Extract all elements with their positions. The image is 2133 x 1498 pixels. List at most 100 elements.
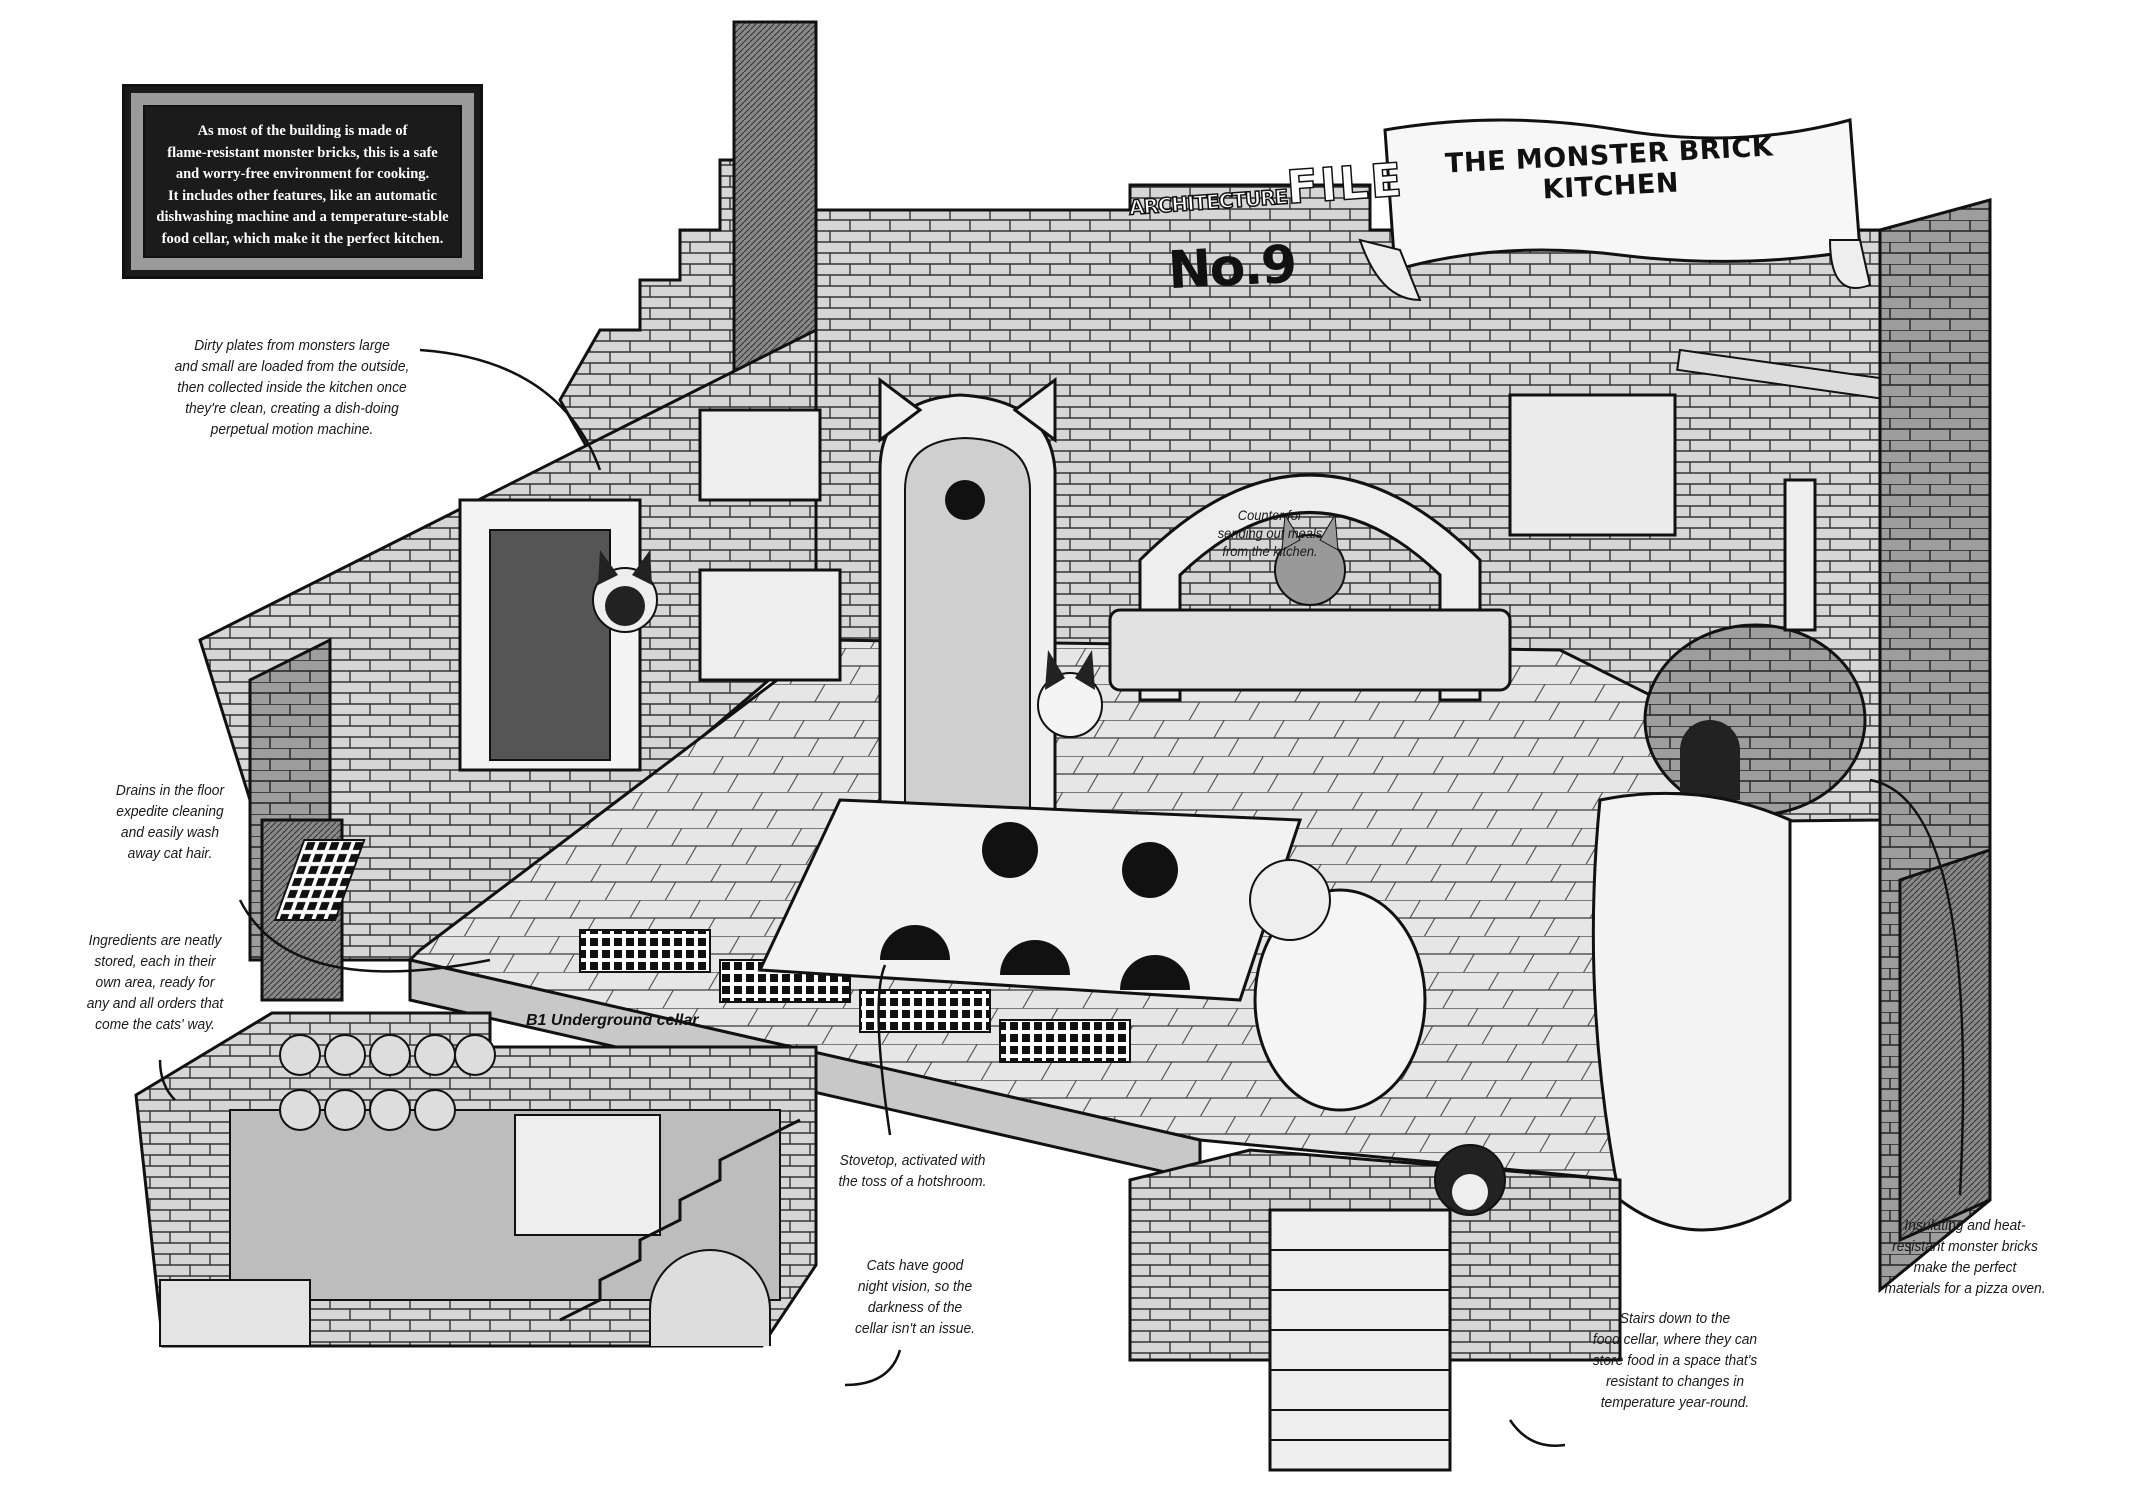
note-line: come the cats' way. [95, 1016, 215, 1033]
note-line: temperature year-round. [1600, 1394, 1750, 1411]
note-line: sending out meals [1217, 525, 1323, 541]
stove-burner [1122, 842, 1178, 898]
file-number: No.9 [1166, 234, 1297, 302]
note-line: Stovetop, activated with [839, 1152, 986, 1169]
stair-steps [1270, 1249, 1450, 1441]
note-line: stored, each in their [94, 953, 216, 970]
pizza-oven-mouth [1680, 720, 1740, 800]
note-counter: Counter for sending out meals from the k… [1206, 506, 1335, 560]
brick-frame [131, 93, 474, 270]
note-line: Insulating and heat- [1904, 1217, 2026, 1234]
floor-drain [999, 1019, 1131, 1063]
info-line: and worry-free environment for cooking. [175, 166, 430, 182]
note-line: Ingredients are neatly [88, 932, 222, 949]
note-line: from the kitchen. [1222, 543, 1318, 559]
note-line: perpetual motion machine. [210, 421, 374, 438]
note-line: store food in a space that's [1592, 1352, 1758, 1369]
cat-chef-large [1249, 859, 1427, 1112]
note-line: away cat hair. [127, 845, 213, 862]
stove-fire-hole [1000, 940, 1070, 975]
note-drains: Drains in the floor expedite cleaning an… [106, 780, 235, 864]
info-line: It includes other features, like an auto… [168, 187, 437, 204]
note-line: the toss of a hotshroom. [838, 1173, 987, 1190]
notice-board [1508, 393, 1677, 537]
door-ear-right [1012, 377, 1057, 443]
stove-fire-hole [1120, 955, 1190, 990]
stove-burner [982, 822, 1038, 878]
info-line: food cellar, which make it the perfect k… [161, 230, 444, 247]
note-line: make the perfect [1913, 1259, 2017, 1276]
oven-chimney [1783, 478, 1817, 632]
pizza-oven-dome [1643, 623, 1867, 817]
cellar-arch [649, 1249, 771, 1346]
door-porthole [945, 480, 985, 520]
note-line: Stairs down to the [1619, 1310, 1731, 1327]
right-front-pillar [1898, 847, 1992, 1243]
arrow-ingredients [158, 1059, 176, 1101]
note-line: resistant monster bricks [1892, 1238, 2038, 1255]
dish-hatch-opening [489, 529, 611, 761]
banner-curl-right [1828, 239, 1872, 289]
cellar-cupboard [514, 1114, 661, 1236]
callout-arrows [158, 348, 1965, 1447]
note-night-vision: Cats have good night vision, so the dark… [846, 1255, 984, 1339]
sink [1591, 791, 1792, 1232]
note-line: Dirty plates from monsters large [194, 337, 390, 354]
serving-counter [1108, 608, 1512, 692]
note-line: food cellar, where they can [1592, 1331, 1758, 1348]
note-stairs: Stairs down to the food cellar, where th… [1578, 1308, 1771, 1413]
serving-counter-arch [1138, 473, 1482, 702]
cellar-stairs [559, 1118, 801, 1322]
wooden-door [904, 436, 1031, 821]
note-line: own area, ready for [95, 974, 215, 991]
note-line: Cats have good [866, 1257, 964, 1274]
stairs-down [1268, 1208, 1452, 1472]
cellar-barrels [279, 1034, 496, 1131]
series-label: ARCHITECTURE [1127, 184, 1289, 221]
arrow-drains [238, 899, 491, 973]
cellar-label: B1 Underground cellar [526, 1012, 699, 1029]
arrow-stairs [1508, 1419, 1566, 1447]
floor-drain [273, 839, 366, 921]
floor-drain [579, 929, 711, 973]
arrow-night-vision [844, 1349, 902, 1387]
note-line: Drains in the floor [115, 782, 225, 799]
note-dishes: Dirty plates from monsters large and sma… [136, 335, 449, 440]
note-ingredients: Ingredients are neatly stored, each in t… [77, 930, 233, 1035]
cat-black-white [1037, 650, 1103, 738]
arrow-stovetop [877, 964, 892, 1136]
cat-black-stairs [1434, 1144, 1506, 1216]
info-text: As most of the building is made of flame… [125, 121, 480, 250]
cellar-crates [159, 1279, 311, 1347]
cat-siamese [592, 550, 658, 633]
info-box: As most of the building is made of flame… [122, 84, 483, 279]
note-line: and easily wash [120, 824, 220, 841]
note-line: cellar isn't an issue. [854, 1320, 976, 1337]
stove-fire-hole [880, 925, 950, 960]
banner-curl-left [1358, 238, 1422, 302]
info-line: dishwashing machine and a temperature-st… [156, 209, 449, 225]
note-line: night vision, so the [857, 1278, 973, 1295]
note-line: any and all orders that [86, 995, 224, 1012]
info-line: flame-resistant monster bricks, this is … [167, 144, 438, 161]
note-line: and small are loaded from the outside, [174, 358, 410, 375]
dish-rack [698, 408, 822, 502]
note-line: they're clean, creating a dish-doing [185, 400, 399, 417]
door-ear-left [878, 377, 923, 443]
note-stovetop: Stovetop, activated with the toss of a h… [823, 1150, 1002, 1192]
file-label: FILE [1284, 152, 1406, 216]
cat-counter [1274, 513, 1346, 606]
note-line: darkness of the [867, 1299, 963, 1316]
arrow-dishes [419, 348, 602, 471]
floor-drain [859, 989, 991, 1033]
info-line: As most of the building is made of [197, 123, 408, 139]
arrow-oven [1869, 778, 1965, 1196]
note-line: then collected inside the kitchen once [177, 379, 407, 396]
note-line: expedite cleaning [116, 803, 224, 820]
dish-rack [698, 568, 842, 682]
note-line: Counter for [1237, 507, 1303, 523]
note-oven: Insulating and heat- resistant monster b… [1868, 1215, 2061, 1299]
note-line: resistant to changes in [1605, 1373, 1745, 1390]
